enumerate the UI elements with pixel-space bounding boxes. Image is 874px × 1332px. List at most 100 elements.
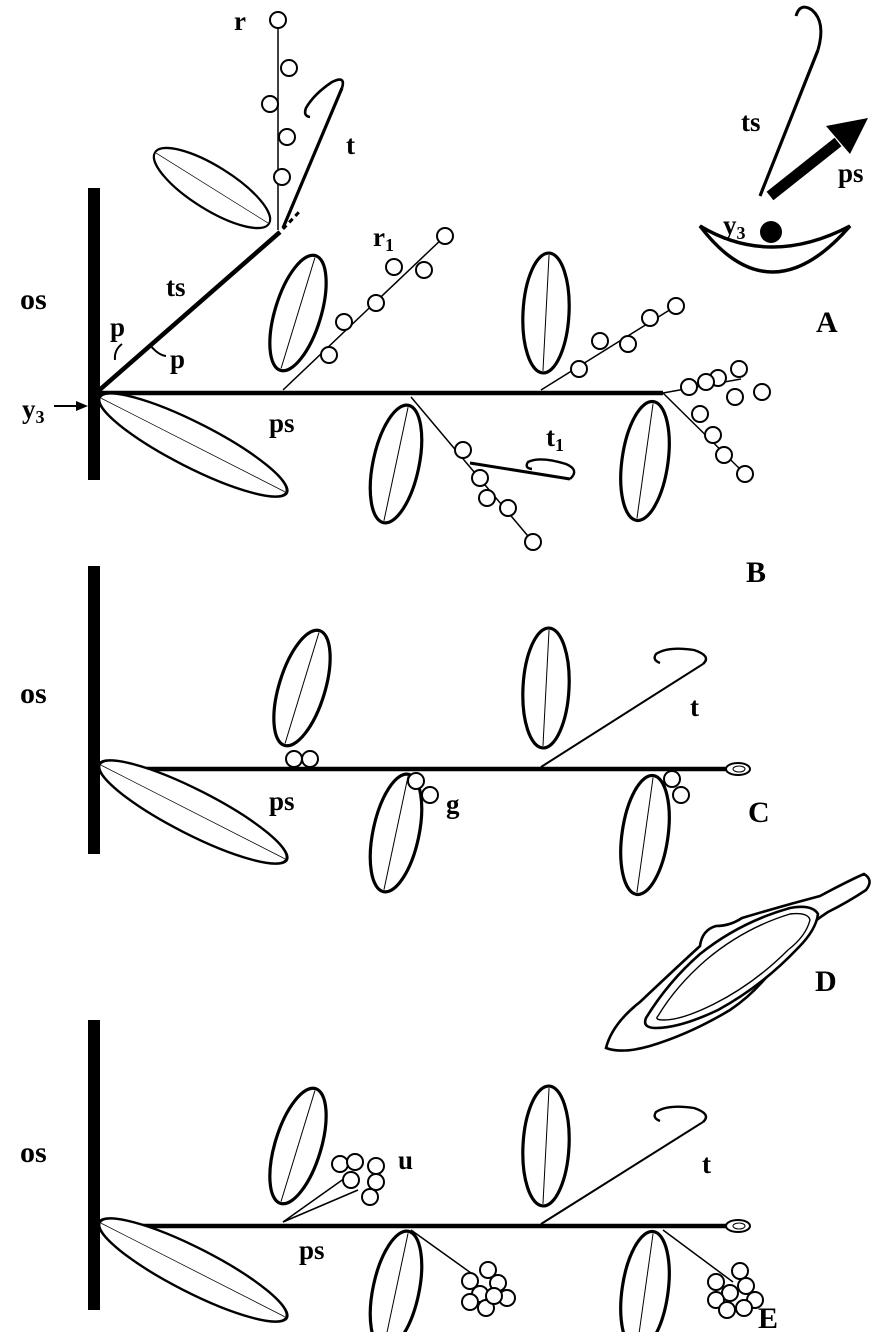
panel-b-p-arc-2 — [150, 345, 166, 356]
panel-c-label-g: g — [446, 789, 460, 819]
panel-e-label-os: os — [20, 1136, 47, 1169]
panel-c-tendril-t-hook — [655, 649, 706, 664]
panel-b-bud — [336, 314, 352, 330]
panel-b-label-t: t — [346, 130, 355, 160]
panel-b-leaf-basal — [89, 378, 296, 513]
panel-b-bud — [416, 262, 432, 278]
panel-e-flower — [462, 1294, 478, 1310]
panel-b-label-p1: p — [110, 312, 125, 342]
panel-a-label-y3: y3 — [723, 210, 746, 243]
panel-b-label-r: r — [234, 6, 246, 36]
panel-b-bud — [479, 490, 495, 506]
panel-b-label-r1: r1 — [373, 222, 394, 255]
panel-e-flower — [343, 1172, 359, 1188]
panel-b-bud — [500, 500, 516, 516]
panel-a-label-ps: ps — [838, 158, 864, 188]
panel-b-leaf-node3 — [520, 252, 572, 374]
panel-a-label-ts: ts — [741, 107, 761, 137]
panel-e-flower — [368, 1158, 384, 1174]
panel-b-leaf-node2 — [361, 401, 431, 528]
panel-c: os ps g t C — [20, 566, 770, 898]
panel-b-bud — [274, 169, 290, 185]
panel-b-bud — [705, 427, 721, 443]
panel-b-old-stem — [88, 188, 100, 480]
panel-c-letter: C — [748, 796, 770, 829]
panel-b-tendril-t — [283, 88, 342, 228]
panel-e-leaf-basal — [89, 1203, 296, 1332]
panel-b-bud — [321, 347, 337, 363]
panel-b-bud — [386, 259, 402, 275]
panel-e-flower — [362, 1189, 378, 1205]
panel-c-label-ps: ps — [269, 786, 295, 816]
panel-e-label-t: t — [702, 1149, 711, 1179]
panel-e-label-ps: ps — [299, 1235, 325, 1265]
panel-b-label-ts: ts — [166, 272, 186, 302]
panel-b-y3-arrowhead — [76, 401, 88, 411]
panel-e-peduncle-node4 — [663, 1230, 733, 1282]
panel-e-flower — [738, 1278, 754, 1294]
panel-b-bud — [270, 12, 286, 28]
panel-b-bud — [592, 333, 608, 349]
panel-b-label-p2: p — [170, 344, 185, 374]
panel-e-tendril-t-hook — [655, 1107, 706, 1122]
panel-c-gland — [286, 751, 302, 767]
panel-b-bud — [668, 298, 684, 314]
panel-b-bud — [281, 60, 297, 76]
panel-b-label-os: os — [20, 283, 47, 316]
panel-e-letter: E — [758, 1302, 778, 1332]
panel-c-leaf-node1 — [262, 624, 341, 752]
panel-e-flower — [719, 1302, 735, 1318]
panel-b-bud — [279, 129, 295, 145]
panel-c-tip-bud — [726, 763, 750, 775]
panel-d: D — [606, 874, 870, 1051]
panel-b-p-arc-1 — [115, 344, 122, 360]
panel-b-bud — [681, 379, 697, 395]
panel-a-tendril-hook — [796, 7, 821, 50]
panel-a-y3-dot — [760, 221, 782, 243]
panel-b-bud — [727, 389, 743, 405]
panel-d-letter: D — [815, 965, 837, 998]
panel-b-label-t1: t1 — [546, 422, 564, 455]
panel-c-gland — [673, 787, 689, 803]
panel-b-bud — [731, 361, 747, 377]
panel-e-flower — [347, 1154, 363, 1170]
panel-e-leaf-node3 — [520, 1085, 572, 1207]
panel-e-leaf-node4 — [614, 1228, 676, 1332]
panel-e-leaf-node2 — [361, 1227, 431, 1332]
panel-c-leaf-node4 — [614, 772, 676, 897]
panel-b-bud — [716, 447, 732, 463]
panel-e-flower — [486, 1288, 502, 1304]
panel-c-gland — [408, 773, 424, 789]
panel-b-bud — [368, 295, 384, 311]
panel-b-bud — [754, 384, 770, 400]
panel-e-label-u: u — [398, 1145, 413, 1175]
panel-a: ts ps y3 A — [700, 7, 868, 339]
panel-b-bud — [620, 336, 636, 352]
panel-b-bud — [571, 361, 587, 377]
panel-b-label-ps: ps — [269, 408, 295, 438]
panel-b-bud — [692, 406, 708, 422]
panel-c-label-os: os — [20, 677, 47, 710]
panel-b-bud — [737, 466, 753, 482]
panel-e-flower — [736, 1300, 752, 1316]
panel-b-bud — [262, 96, 278, 112]
panel-c-leaf-node3 — [520, 627, 572, 749]
panel-e-tip-bud — [726, 1220, 750, 1232]
panel-b-bud — [698, 374, 714, 390]
panel-e: os ps u t E — [20, 1020, 778, 1332]
panel-b-leaf-ts — [144, 134, 281, 242]
panel-c-gland — [302, 751, 318, 767]
panel-a-letter: A — [816, 306, 838, 339]
panel-c-gland — [422, 787, 438, 803]
panel-b-leaf-node4 — [614, 398, 676, 523]
panel-e-flower — [708, 1274, 724, 1290]
panel-b-bud — [437, 228, 453, 244]
panel-b-bud — [642, 310, 658, 326]
panel-b: r t r1 t1 — [20, 6, 770, 589]
panel-b-bud — [525, 534, 541, 550]
panel-b-bud — [455, 442, 471, 458]
panel-e-flower — [732, 1263, 748, 1279]
panel-e-old-stem — [88, 1020, 100, 1310]
panel-e-flower — [368, 1174, 384, 1190]
